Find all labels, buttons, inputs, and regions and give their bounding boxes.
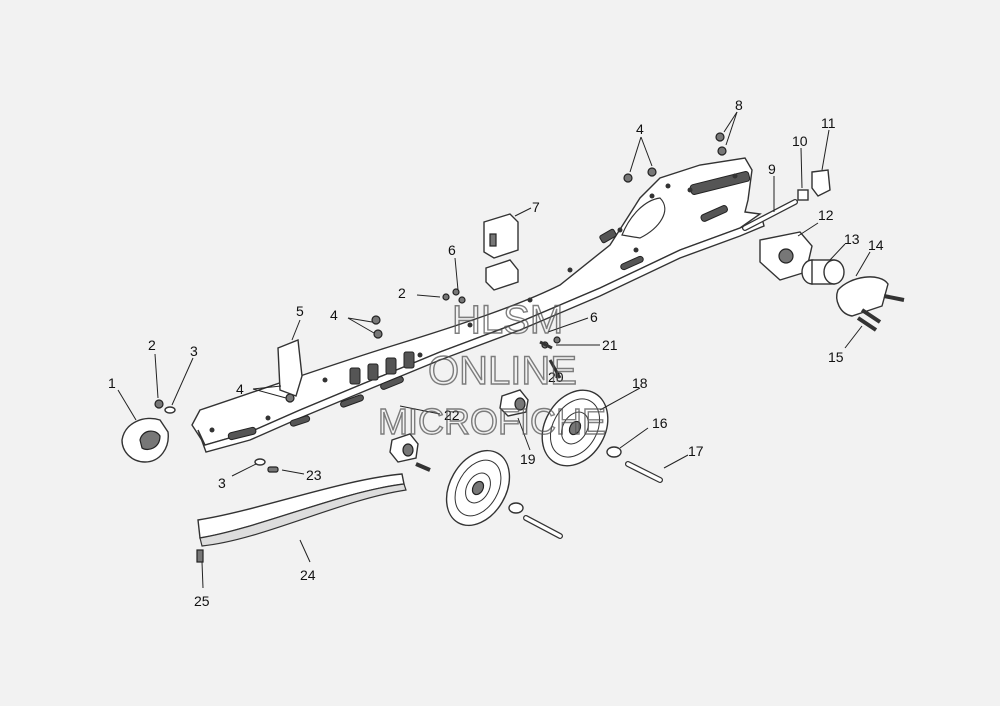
axle-block-19 (499, 389, 529, 417)
pin-20 (548, 359, 562, 379)
callout-15: 15 (828, 349, 844, 365)
slide-rail-part (197, 473, 407, 547)
callout-3: 3 (218, 475, 226, 491)
callout-20: 20 (548, 369, 564, 385)
leader-lines (117, 111, 871, 589)
watermark-line1: HLSM (452, 298, 563, 342)
callout-5: 5 (296, 303, 304, 319)
cylinder-part (801, 259, 845, 285)
callout-22: 22 (444, 407, 460, 423)
washer-16 (606, 446, 622, 458)
screw-25 (196, 549, 204, 563)
watermark-line3: MICROFICHE (378, 401, 606, 442)
callout-10: 10 (792, 133, 808, 149)
callout-21: 21 (602, 337, 618, 353)
callout-18: 18 (632, 375, 648, 391)
callout-17: 17 (688, 443, 704, 459)
callout-1: 1 (108, 375, 116, 391)
callout-4: 4 (236, 381, 244, 397)
bracket-plate-part (277, 339, 303, 397)
callout-labels: 1 2 2 3 3 4 4 4 5 6 6 7 8 9 10 11 12 13 … (108, 97, 884, 609)
bolt-lower (523, 515, 563, 539)
rail-window (621, 197, 666, 239)
end-cap-part (836, 276, 889, 317)
wheel-lower-part (445, 449, 511, 527)
callout-25: 25 (194, 593, 210, 609)
callout-12: 12 (818, 207, 834, 223)
callout-11: 11 (821, 115, 836, 131)
callout-7: 7 (532, 199, 540, 215)
front-cap-part (121, 417, 169, 463)
axle-block-22 (389, 433, 431, 472)
watermark-line2: ONLINE (428, 349, 577, 393)
callout-2: 2 (148, 337, 156, 353)
callout-19: 19 (520, 451, 536, 467)
callout-23: 23 (306, 467, 322, 483)
callout-4: 4 (330, 307, 338, 323)
bolt-17 (625, 461, 663, 483)
callout-4: 4 (636, 121, 644, 137)
callout-3: 3 (190, 343, 198, 359)
callout-2: 2 (398, 285, 406, 301)
clip-part (811, 169, 831, 197)
callout-6: 6 (448, 242, 456, 258)
callout-13: 13 (844, 231, 860, 247)
wheel-upper-part (541, 389, 609, 467)
bolt-set-15 (856, 294, 905, 332)
nut-part (797, 189, 809, 201)
callout-16: 16 (652, 415, 668, 431)
callout-24: 24 (300, 567, 316, 583)
callout-8: 8 (735, 97, 743, 113)
callout-9: 9 (768, 161, 776, 177)
washer-lower (508, 502, 524, 514)
callout-14: 14 (868, 237, 884, 253)
callout-6: 6 (590, 309, 598, 325)
pin-21 (539, 340, 553, 350)
stopper-block-part (483, 213, 519, 291)
watermark: HLSM ONLINE MICROFICHE (377, 297, 606, 442)
